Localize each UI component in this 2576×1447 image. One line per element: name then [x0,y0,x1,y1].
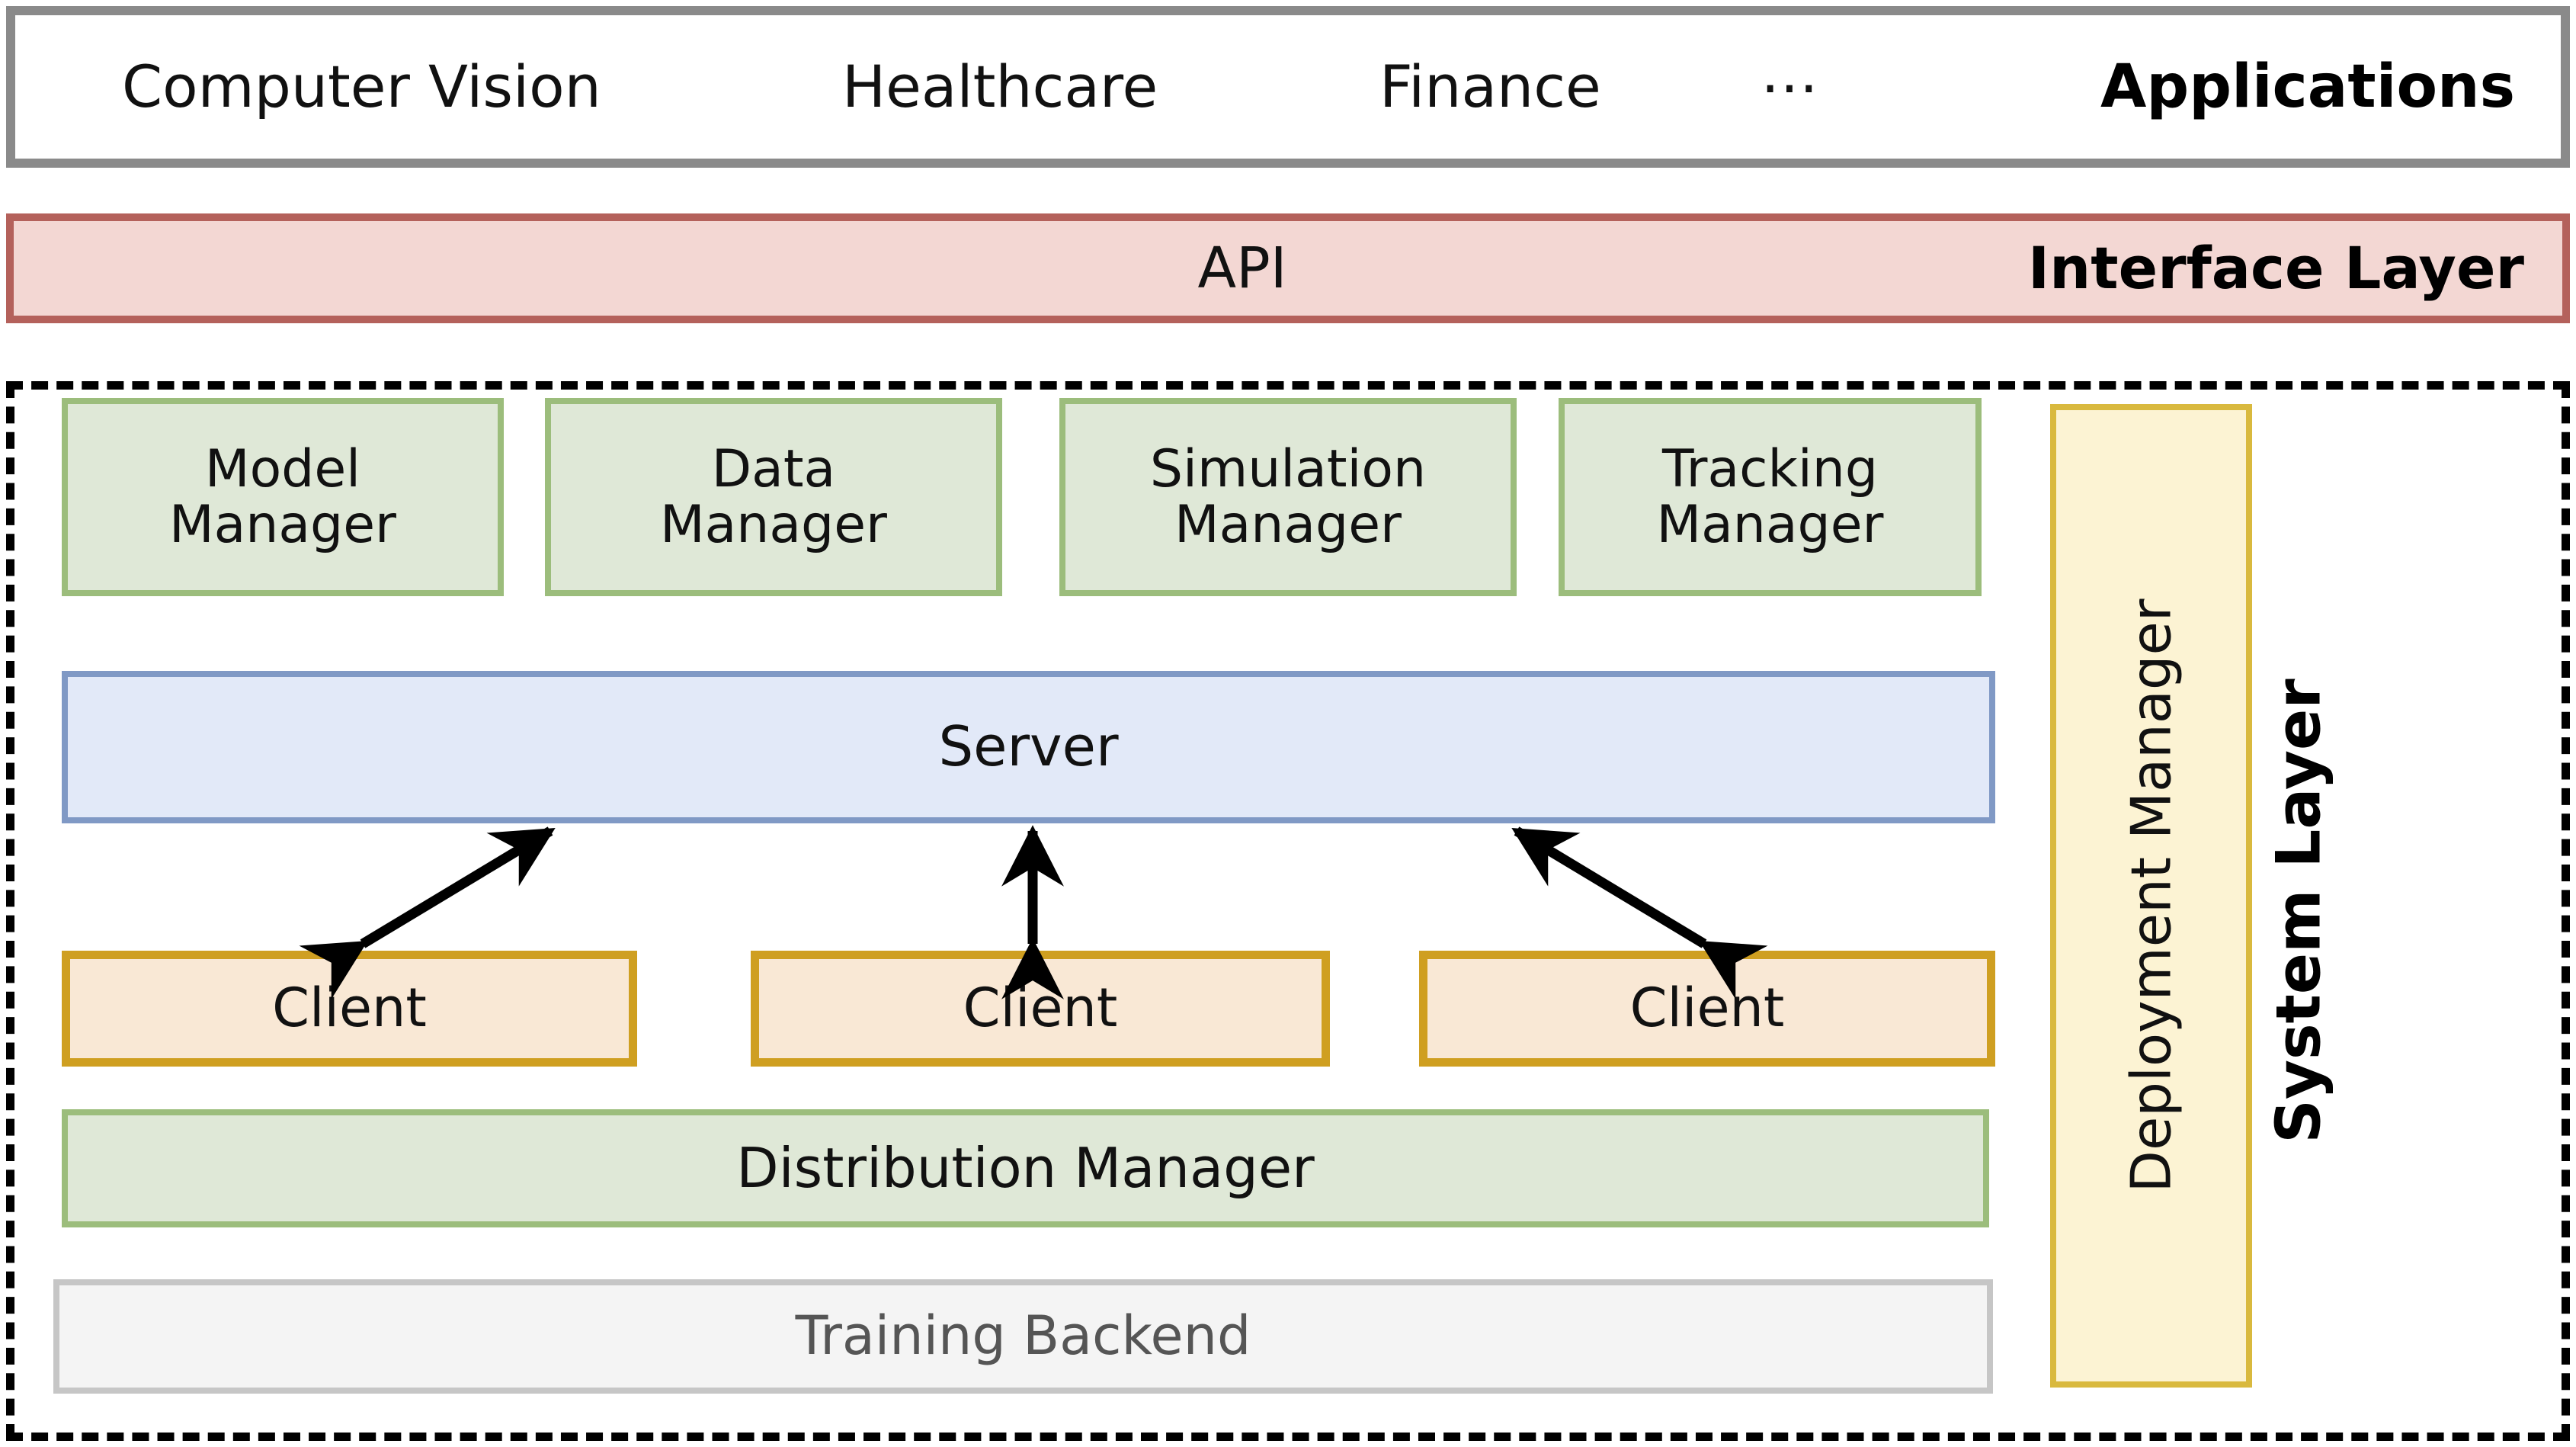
system-layer: System Layer [6,381,2570,1441]
model-manager-box: Model Manager [62,398,504,596]
interface-layer-title: Interface Layer [2027,234,2524,302]
tracking-manager-box: Tracking Manager [1559,398,1982,596]
interface-layer: API Interface Layer [6,213,2570,323]
application-tag-healthcare: Healthcare [842,53,1158,120]
applications-layer: Computer Vision Healthcare Finance ⋯ App… [6,6,2570,168]
api-label: API [1197,236,1287,301]
application-tag-computer-vision: Computer Vision [122,53,601,120]
deployment-manager-label: Deployment Manager [2119,598,2184,1193]
application-tag-finance: Finance [1379,53,1601,120]
simulation-manager-box: Simulation Manager [1059,398,1517,596]
application-tag-ellipsis-icon: ⋯ [1761,53,1821,120]
system-layer-title: System Layer [2263,679,2334,1144]
client-box-1: Client [62,951,637,1067]
server-box: Server [62,671,1995,823]
deployment-manager-box: Deployment Manager [2050,404,2252,1388]
client-box-2: Client [751,951,1330,1067]
client-box-3: Client [1419,951,1995,1067]
applications-layer-title: Applications [2100,53,2515,121]
distribution-manager-box: Distribution Manager [62,1109,1989,1227]
training-backend-box: Training Backend [53,1279,1993,1394]
data-manager-box: Data Manager [545,398,1002,596]
